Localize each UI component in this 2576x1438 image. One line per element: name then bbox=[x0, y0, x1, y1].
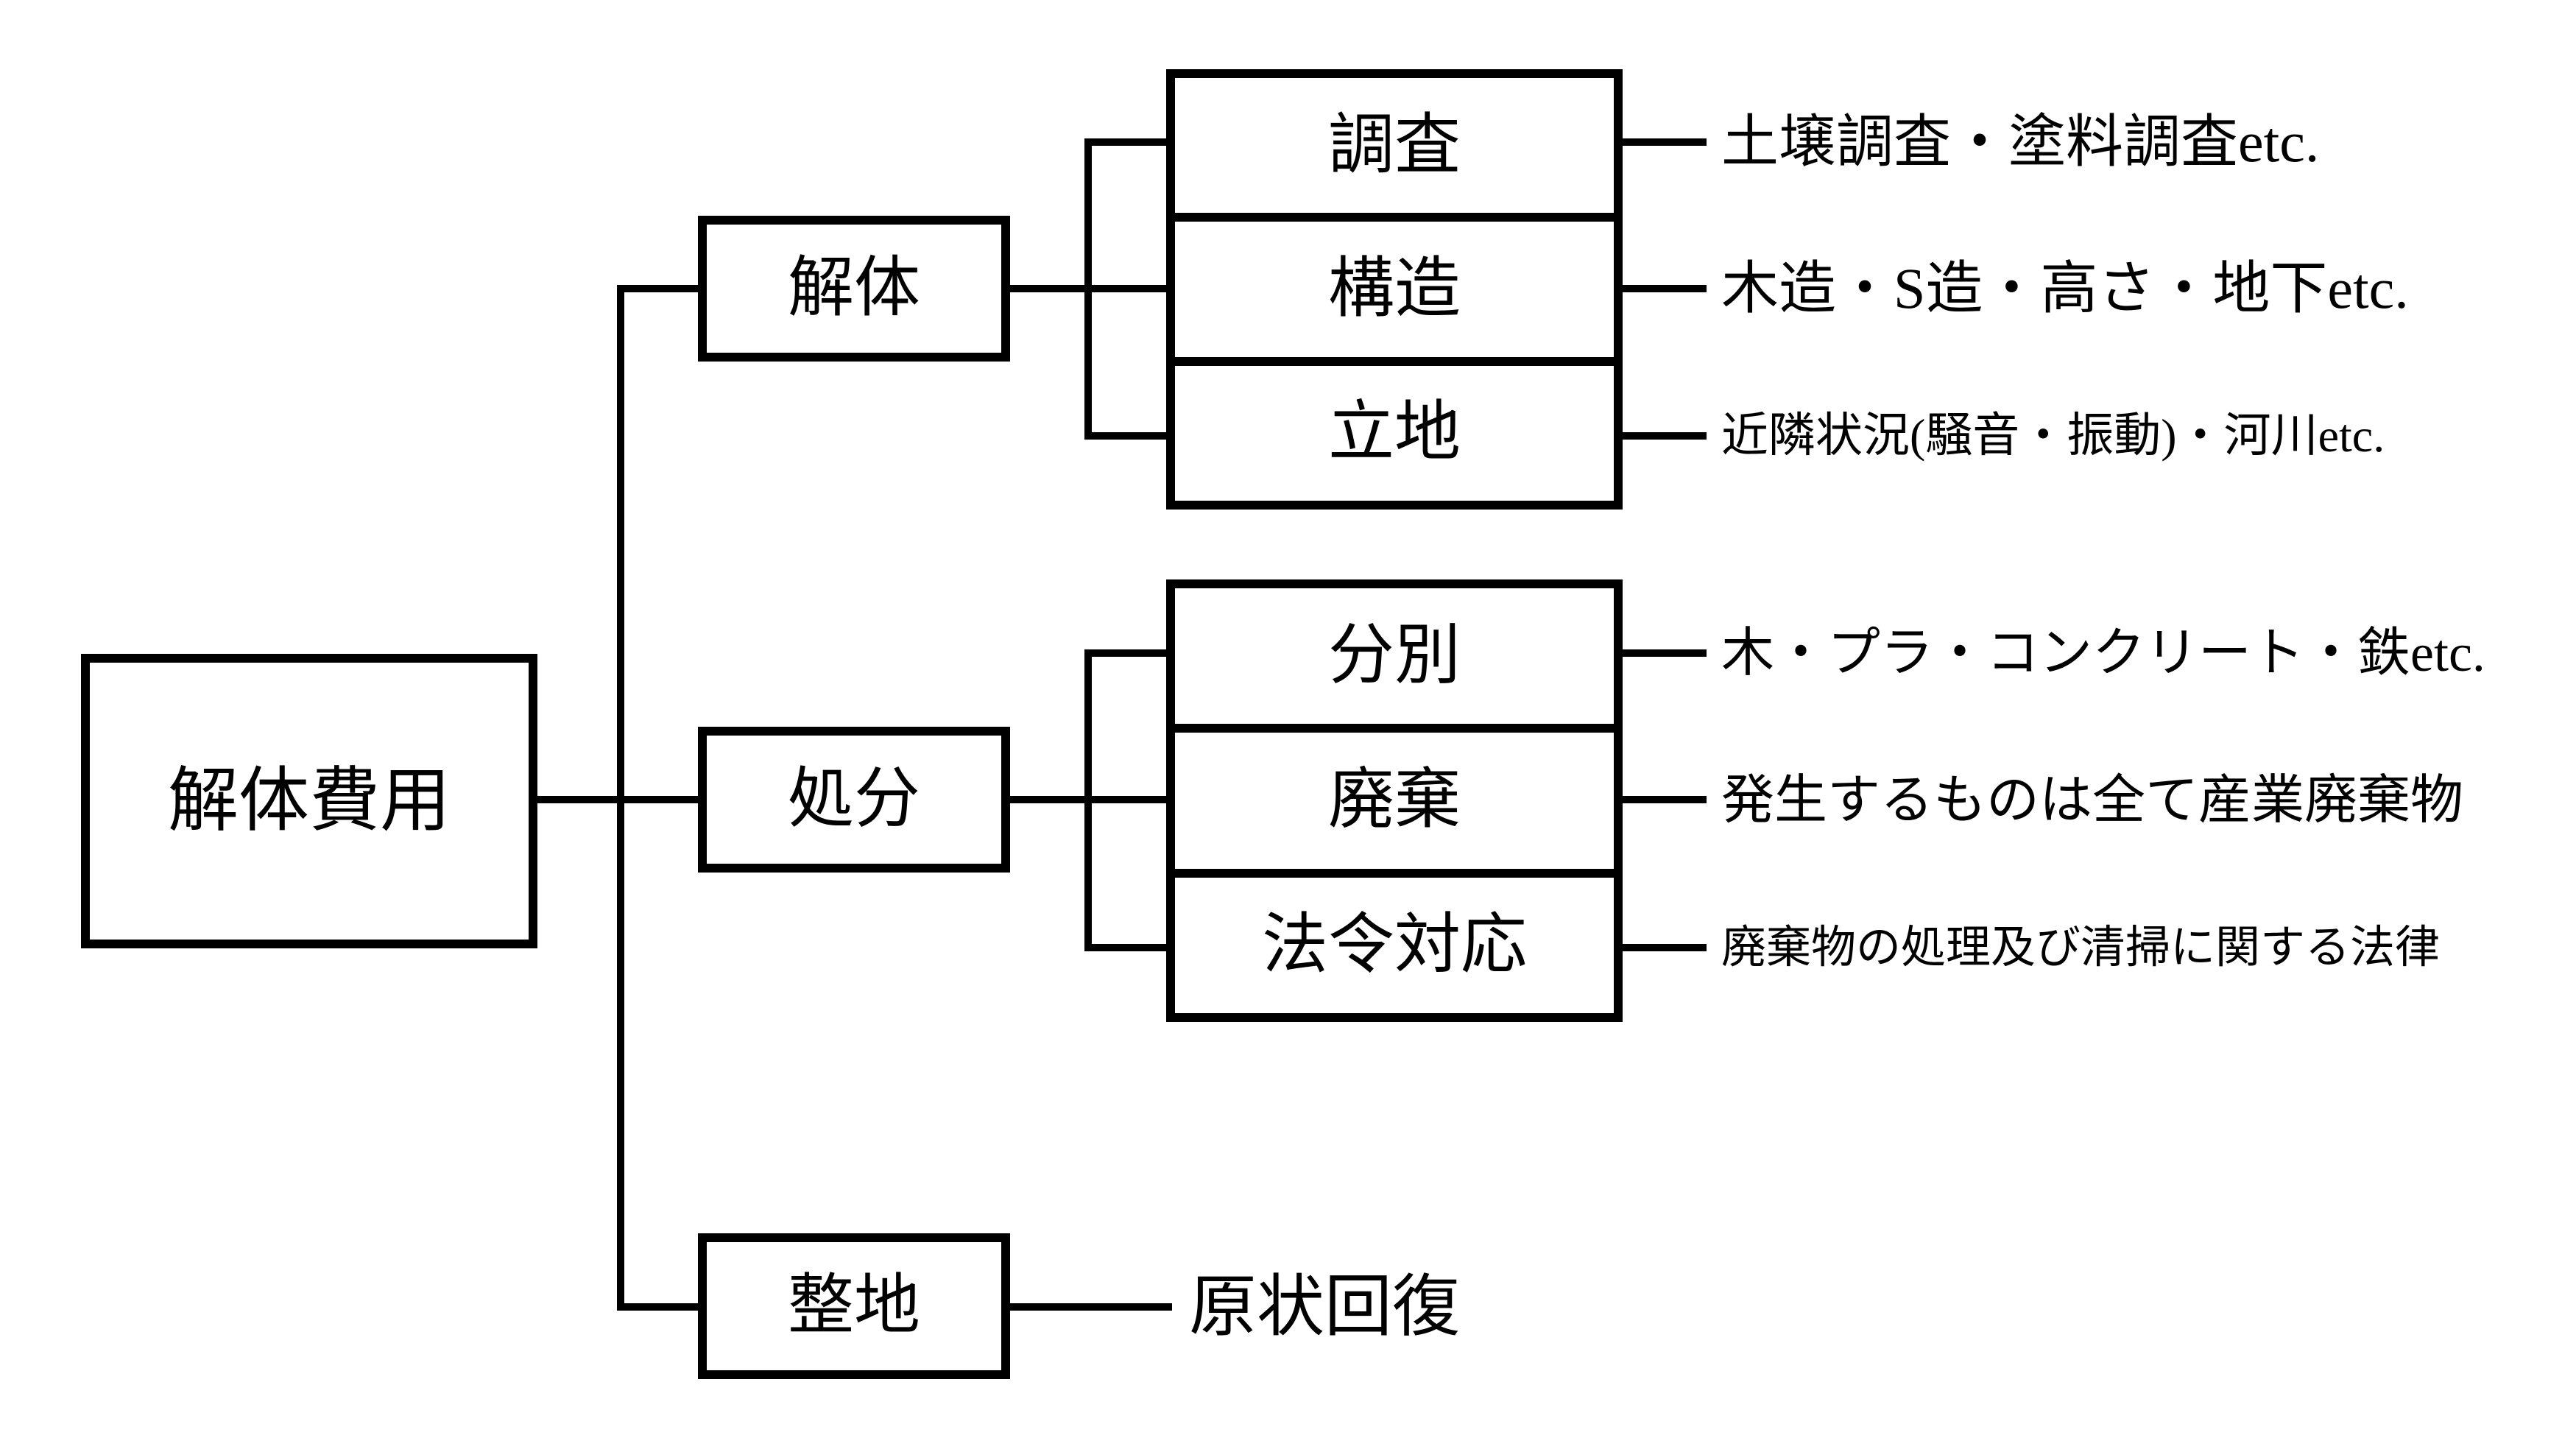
node-kaitai: 解体 bbox=[698, 216, 1010, 362]
node-kouzou: 構造 bbox=[1175, 213, 1614, 356]
node-label: 解体 bbox=[788, 252, 920, 325]
note-chousa: 土壌調査・塗料調査etc. bbox=[1721, 110, 2320, 174]
connector-line bbox=[1623, 649, 1707, 657]
node-chousa: 調査 bbox=[1328, 108, 1461, 182]
connector-line bbox=[1084, 138, 1166, 146]
node-haiki: 廃棄 bbox=[1175, 724, 1614, 868]
node-label: 整地 bbox=[788, 1269, 920, 1342]
note-haiki: 発生するものは全て産業廃棄物 bbox=[1721, 771, 2464, 830]
connector-line bbox=[1084, 649, 1092, 951]
note-hourei-taiou: 廃棄物の処理及び清掃に関する法律 bbox=[1721, 923, 2441, 973]
note-kouzou: 木造・S造・高さ・地下etc. bbox=[1721, 256, 2409, 320]
connector-line bbox=[1623, 796, 1707, 803]
node-label: 解体費用 bbox=[168, 761, 451, 840]
note-bunbetsu: 木・プラ・コンクリート・鉄etc. bbox=[1721, 624, 2485, 683]
node-demolition-cost: 解体費用 bbox=[81, 654, 537, 948]
note-ricchi: 近隣状況(騒音・振動)・河川etc. bbox=[1721, 409, 2385, 462]
stack-shobun-children: 分別 廃棄 法令対応 bbox=[1166, 579, 1623, 1022]
connector-line bbox=[620, 285, 698, 292]
connector-line bbox=[1623, 944, 1707, 951]
connector-line bbox=[617, 285, 624, 1311]
node-ricchi: 立地 bbox=[1175, 356, 1614, 501]
note-seichi: 原状回復 bbox=[1189, 1269, 1461, 1344]
node-hourei-taiou: 法令対応 bbox=[1175, 868, 1614, 1013]
connector-line bbox=[1084, 432, 1166, 440]
node-bunbetsu: 分別 bbox=[1328, 619, 1461, 693]
connector-line bbox=[1009, 1303, 1172, 1311]
connector-line bbox=[620, 1303, 698, 1311]
connector-line bbox=[1623, 138, 1707, 146]
connector-line bbox=[1084, 944, 1166, 951]
node-seichi: 整地 bbox=[698, 1233, 1010, 1379]
connector-line bbox=[1084, 138, 1092, 440]
connector-line bbox=[1623, 432, 1707, 440]
stack-kaitai-children: 調査 構造 立地 bbox=[1166, 69, 1623, 510]
connector-line bbox=[1084, 649, 1166, 657]
node-shobun: 処分 bbox=[698, 727, 1010, 873]
node-label: 処分 bbox=[788, 763, 920, 836]
connector-line bbox=[1623, 285, 1707, 292]
